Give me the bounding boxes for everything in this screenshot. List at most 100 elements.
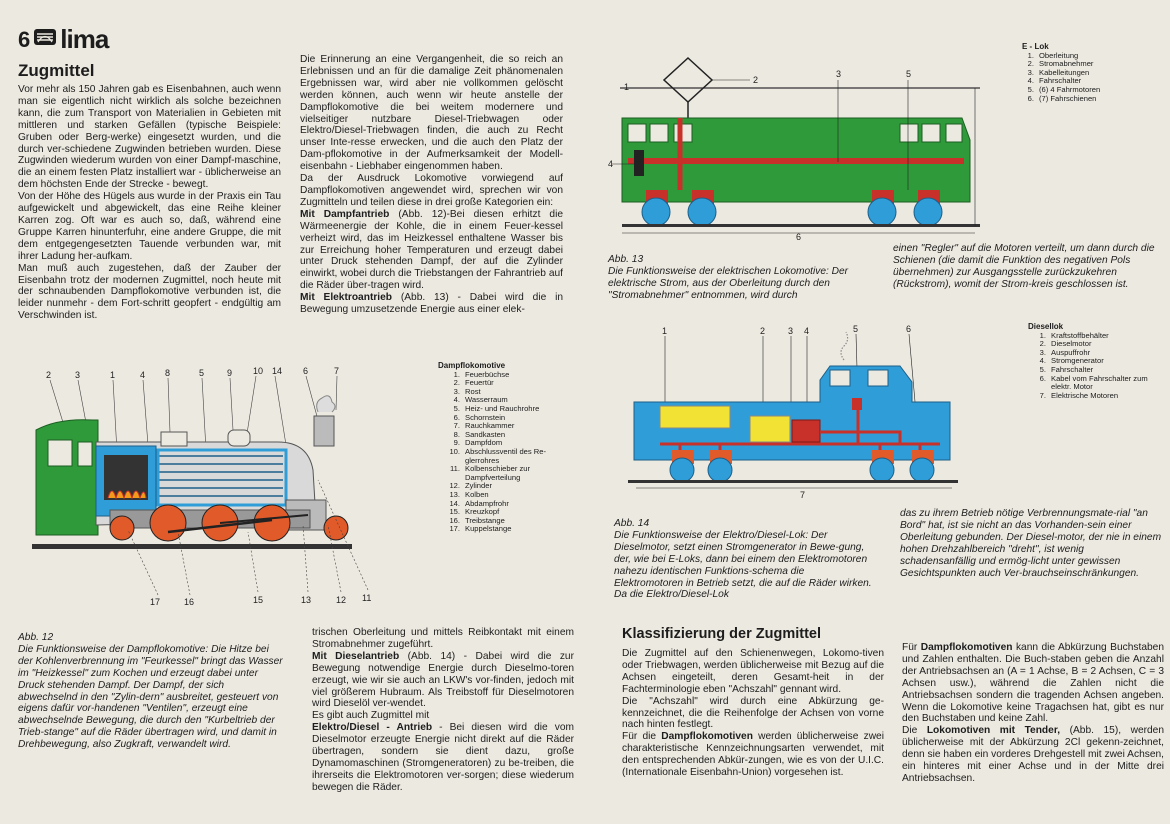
fig12-label: 8 [165,368,170,378]
fig12-label: 15 [253,595,263,605]
brand-logo-text: lima [60,24,109,54]
legend-item: 3.Auspuffrohr [1039,347,1091,357]
fig13-label: 5 [906,69,911,79]
legend-item: 11.Kolbenschieber zur Dampfverteilung [450,464,531,482]
fig14-wheel [909,457,935,483]
legend-item: 1.Oberleitung [1027,50,1079,60]
fig13-label: 2 [753,75,758,85]
lima-logo-icon [34,29,57,50]
legend-item: 16.Treibstange [449,515,505,525]
fig12-label: 5 [199,368,204,378]
figure-13-caption: Abb. 13 Die Funktionsweise der elektrisc… [608,254,849,301]
legend-elok: E - Lok 1.Oberleitung 2.Stromabnehmer 3.… [1012,42,1162,104]
figure-14-side-text: das zu ihrem Betrieb nötige Verbrennungs… [900,508,1162,579]
fig12-label: 9 [227,368,232,378]
fig13-wheel [641,197,671,227]
figure-14-diesel-electric-locomotive: 1 2 3 4 5 6 7 [628,324,958,500]
page-header: 6 lima [18,24,109,55]
fig13-label: 4 [608,159,613,169]
bold-lokomotiven-tender: Lokomotiven mit Tender, [926,725,1061,737]
heading-zugmittel: Zugmittel [18,61,95,80]
fig12-label: 7 [334,366,339,376]
legend-item: 1.Kraftstoffbehälter [1039,330,1109,340]
column3-text: Die Zugmittel auf den Schienenwegen, Lok… [622,648,884,779]
fig12-label: 10 [253,366,263,376]
text-dieselantrieb: (Abb. 14) - Dabei wird die zur Bewegung … [312,650,574,722]
fig12-label: 4 [140,370,145,380]
legend-item: 4.Stromgenerator [1039,356,1104,366]
bold-dampflokomotiven: Dampflokomotiven [661,731,753,743]
fig12-label: 2 [46,370,51,380]
legend-item: 12.Zylinder [449,481,493,491]
legend-item: 3.Kabelleitungen [1027,67,1090,77]
fig12-top-labels: 2 3 1 4 8 5 9 10 14 6 7 [46,366,339,380]
legend-diesellok: Diesellok 1.Kraftstoffbehälter 2.Dieselm… [1024,322,1164,401]
fig13-label: 6 [796,232,801,242]
fig13-label: 3 [836,69,841,79]
fig12-label: 13 [301,595,311,605]
legend-item: 7.Rauchkammer [453,421,515,431]
fig12-label: 14 [272,366,282,376]
fig12-label: 12 [336,595,346,605]
label-dampfantrieb: Mit Dampfantrieb [300,208,390,220]
fig12-wheel [323,515,349,541]
legend-item: 5.(6) 4 Fahrmotoren [1027,84,1101,94]
legend-item: 9.Dampfdom [453,438,503,448]
fig12-wheel [109,515,135,541]
legend-item: 10.Abschlussventil des Re-glerrohres [449,446,547,465]
fig14-wheel [707,457,733,483]
fig14-label: 5 [853,324,858,334]
legend-item: 6.Schornstein [453,412,506,422]
legend-item: 4.Wasserraum [453,395,508,405]
legend-item: 6.Kabel vom Fahrschalter zum elektr. Mot… [1039,373,1148,392]
fig12-label: 6 [303,366,308,376]
legend-item: 2.Feuertür [453,378,494,388]
legend-item: 14.Abdampfrohr [449,498,509,508]
column2-continued: trischen Oberleitung und mittels Reibkon… [312,627,574,650]
fig14-label: 7 [800,490,805,500]
fig14-label: 2 [760,326,765,336]
fig13-label: 1 [624,82,629,92]
column2-intro: Die Erinnerung an eine Vergangenheit, di… [300,54,563,208]
text-dampfantrieb: (Abb. 12)-Bei diesen erhitzt die Wärmeen… [300,208,564,292]
fig13-wheel [867,197,897,227]
fig12-label: 11 [362,593,371,603]
legend-item: 1.Feuerbüchse [453,369,510,379]
fig13-wheel [687,197,717,227]
fig12-wheel [253,504,291,542]
legend-title: Diesellok [1028,322,1064,331]
legend-title: E - Lok [1022,42,1049,51]
text-elektroantrieb: (Abb. 13) - Dabei wird die in Bewegung u… [300,292,563,316]
fig14-label: 6 [906,324,911,334]
page-number: 6 [18,26,31,52]
figure-12-steam-locomotive: 2 3 1 4 8 5 9 10 14 6 7 [32,366,371,607]
legend-item: 5.Heiz- und Rauchrohre [453,403,540,413]
legend-list: 1.Kraftstoffbehälter 2.Dieselmotor 3.Aus… [1024,330,1164,401]
legend-item: 4.Fahrschalter [1027,76,1082,86]
label-elektro-diesel: Elektro/Diesel - Antrieb [312,722,433,734]
legend-item: 2.Dieselmotor [1039,339,1092,349]
fig14-wheel [669,457,695,483]
legend-item: 5.Fahrschalter [1039,364,1094,374]
column2-upper: Die Erinnerung an eine Vergangenheit, di… [300,54,563,316]
legend-item: 3.Rost [453,386,481,396]
fig12-label: 16 [184,597,194,607]
fig12-label: 3 [75,370,80,380]
legend-list: 1.Feuerbüchse 2.Feuertür 3.Rost 4.Wasser… [438,369,568,534]
column4-text: Für Dampflokomotiven kann die Abkürzung … [902,642,1164,784]
bold-dampflokomotiven: Dampflokomotiven [920,642,1013,653]
legend-item: 17.Kuppelstange [449,524,512,534]
legend-dampflokomotive: Dampflokomotive 1.Feuerbüchse 2.Feuertür… [438,361,568,534]
fig14-wheel [869,457,895,483]
legend-item: 13.Kolben [449,489,489,499]
label-dieselantrieb: Mit Dieselantrieb [312,650,400,662]
figure-13-side-text: einen "Regler" auf die Motoren verteilt,… [893,243,1155,290]
label-elektroantrieb: Mit Elektroantrieb [300,292,393,304]
legend-title: Dampflokomotive [438,361,506,370]
figure-12-caption: Abb. 12 Die Funktionsweise der Dampfloko… [18,632,283,751]
legend-item: 8.Sandkasten [453,429,506,439]
text-elektro-diesel: - Bei diesen wird die vom Dieselmotor er… [312,722,574,793]
legend-list: 1.Oberleitung 2.Stromabnehmer 3.Kabellei… [1012,50,1162,104]
column2-lower: trischen Oberleitung und mittels Reibkon… [312,627,574,794]
legend-item: 2.Stromabnehmer [1027,59,1094,69]
